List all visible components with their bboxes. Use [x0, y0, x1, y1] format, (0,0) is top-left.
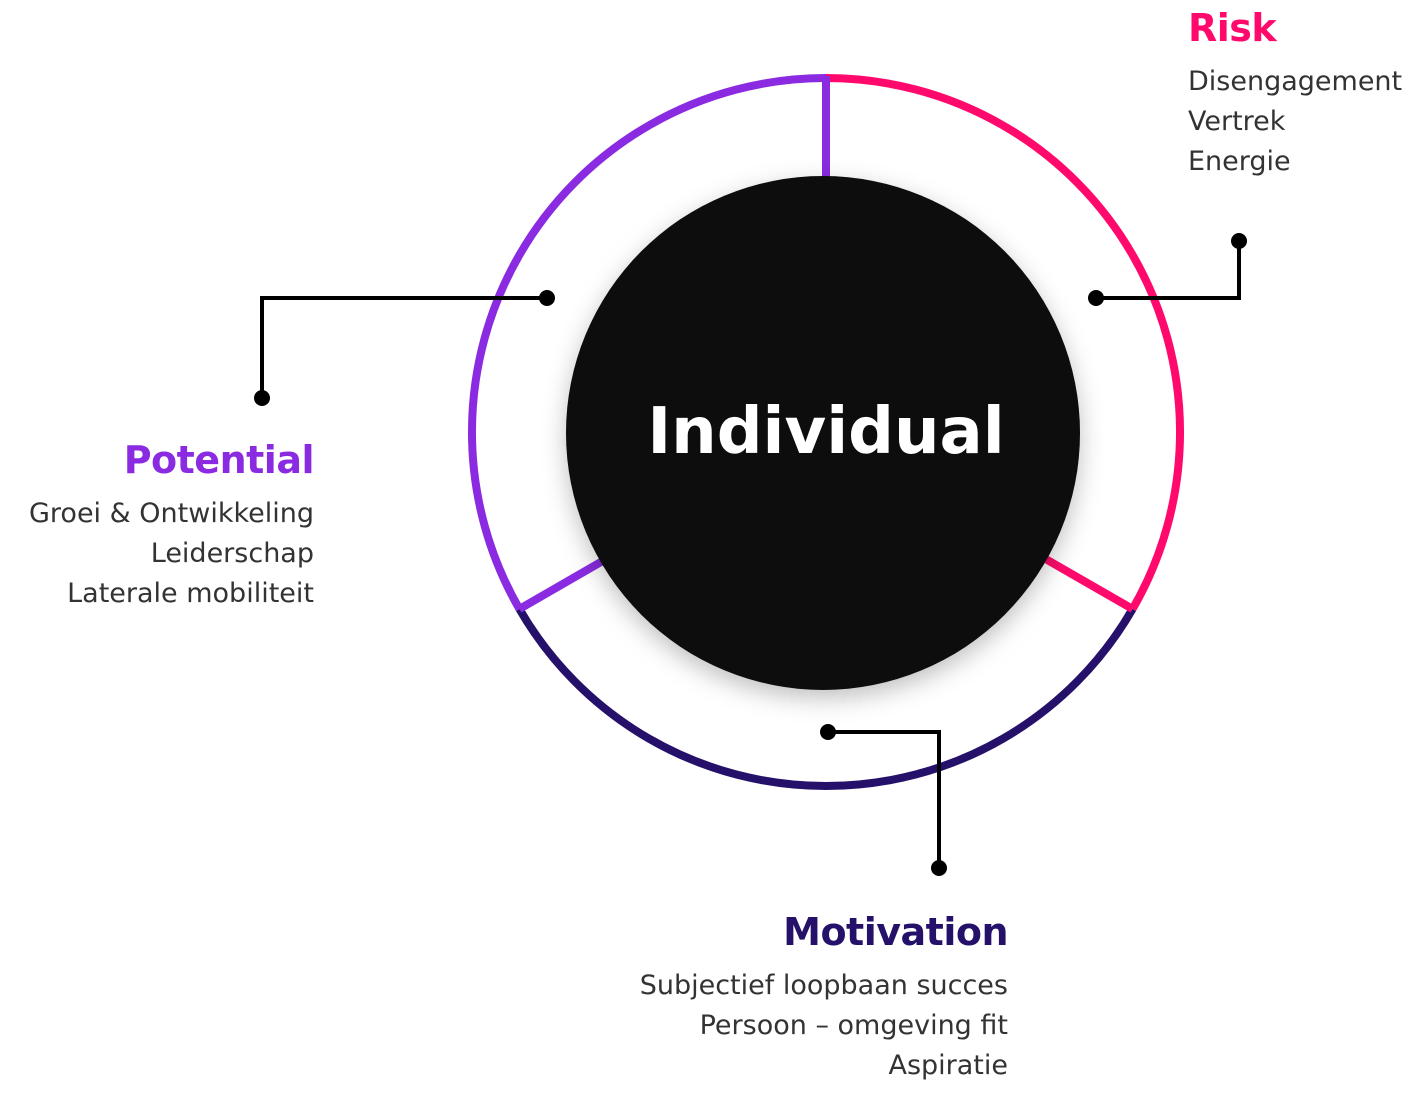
- center-label: Individual: [647, 395, 1004, 469]
- potential-section: Potential Groei & Ontwikkeling Leidersch…: [29, 438, 315, 614]
- motivation-item: Subjectief loopbaan succes: [639, 970, 1008, 1001]
- motivation-items: Subjectief loopbaan succes Persoon – omg…: [640, 966, 1008, 1086]
- risk-title: Risk: [1188, 6, 1277, 50]
- potential-item: Groei & Ontwikkeling: [29, 498, 314, 529]
- motivation-section: Motivation Subjectief loopbaan succes Pe…: [640, 910, 1009, 1086]
- center-circle: [566, 176, 1080, 690]
- motivation-item: Aspiratie: [888, 1050, 1008, 1081]
- risk-ring-arc: [825, 74, 1185, 611]
- risk-items: Disengagement Vertrek Energie: [1188, 62, 1402, 182]
- risk-item: Disengagement: [1188, 66, 1403, 97]
- potential-items: Groei & Ontwikkeling Leiderschap Lateral…: [29, 494, 314, 614]
- risk-connector: [1088, 233, 1247, 306]
- risk-section: Risk Disengagement Vertrek Energie: [1188, 6, 1402, 182]
- potential-item: Laterale mobiliteit: [67, 578, 314, 609]
- risk-divider: [1028, 546, 1135, 613]
- motivation-item: Persoon – omgeving fit: [699, 1010, 1008, 1041]
- risk-item: Energie: [1188, 146, 1291, 177]
- potential-connector: [254, 290, 555, 406]
- motivation-title: Motivation: [783, 910, 1008, 954]
- risk-item: Vertrek: [1188, 106, 1286, 137]
- potential-ring-arc: [467, 74, 827, 611]
- potential-title: Potential: [123, 438, 315, 482]
- potential-item: Leiderschap: [150, 538, 314, 569]
- motivation-ring-arc: [515, 606, 1137, 791]
- motivation-connector: [820, 724, 947, 876]
